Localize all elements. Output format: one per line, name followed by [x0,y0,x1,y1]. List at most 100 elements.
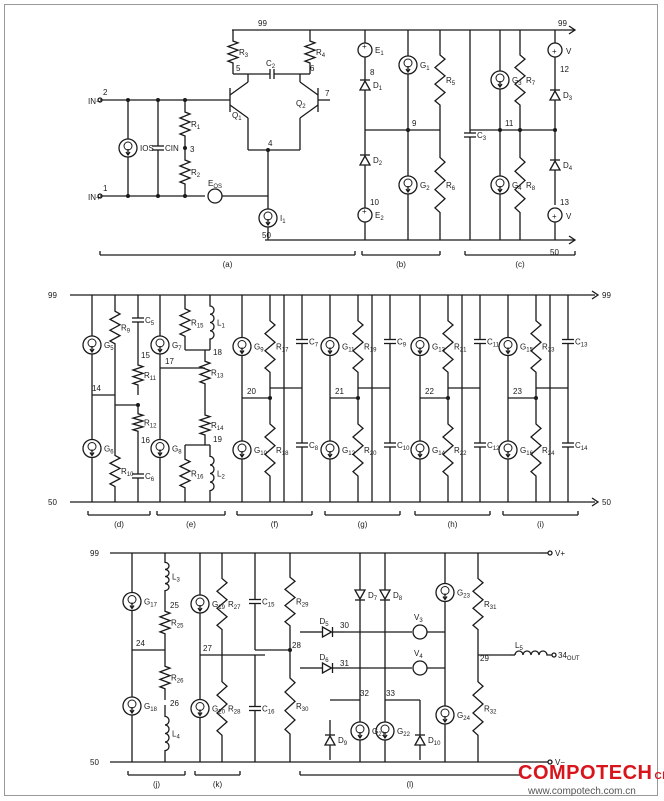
current-source-g21 [350,721,370,741]
capacitor-label: CIN [165,144,179,153]
resistor-r11 [130,355,146,395]
node-20: 20 [247,387,256,396]
resistor-label: R9 [121,324,131,335]
current-source-inner [263,211,273,221]
node-99-mid-left: 99 [48,291,57,300]
eos-source [207,188,223,204]
resistor-label: R19 [364,343,377,354]
capacitor-label: C6 [145,472,155,483]
resistor-r29 [283,553,297,650]
resistor-label: R6 [446,181,456,192]
node-99-left: 99 [258,19,267,28]
resistor-label: R2 [191,168,201,179]
q1-emitter [229,104,249,119]
current-source-inner [123,141,133,151]
resistor-label: R30 [296,702,309,713]
current-source-inner [495,73,505,83]
voltage-source-e2 [357,207,373,223]
inductor-label: L1 [217,319,225,330]
resistor-r21 [442,295,454,398]
resistor-label: R12 [144,419,157,430]
current-source-arrowhead [405,188,411,194]
source-label: G22 [397,727,411,738]
source-label: G5 [104,341,114,352]
resistor-label: R1 [191,120,201,131]
resistor-label: R24 [542,446,555,457]
section-label-h: (h) [448,520,458,529]
node-12: 12 [560,65,569,74]
current-source-inner [237,443,247,453]
diode-d5 [321,625,333,639]
v4-source [412,660,428,676]
current-source-g6 [82,438,102,459]
current-source-arrowhead [505,453,511,459]
source-label: G12 [342,446,356,457]
section-label-d: (d) [114,520,124,529]
current-source-inner [380,724,390,734]
current-source-arrowhead [357,734,363,740]
diode-label: D10 [428,736,441,747]
v-plus: + [552,212,557,221]
diode-d8 [378,589,392,601]
resistor-label: R31 [484,600,497,611]
source-label: G23 [457,589,471,600]
inductor-l5 [514,650,552,656]
v-label-top: V [566,47,572,56]
section-label-i: (i) [537,520,544,529]
current-source-inner [503,443,513,453]
diode-d10 [413,734,427,746]
inductor-label: L3 [172,573,180,584]
resistor-label: R17 [276,343,289,354]
current-source-g8 [150,438,170,459]
source-label: G4 [512,181,522,192]
current-source-arrowhead [417,350,423,355]
current-source-arrowhead [157,452,163,457]
current-source-inner [195,702,205,711]
resistor-r24 [530,398,542,502]
resistor-label: R21 [454,343,467,354]
current-source-arrowhead [125,151,131,157]
source-label: G13 [432,343,446,354]
junction-dot [136,403,140,407]
current-source-g20 [190,698,210,719]
current-source-g5 [82,335,102,355]
current-source-arrowhead [89,452,95,457]
page-frame [4,4,658,796]
resistor-r20 [352,398,364,502]
q1-collector [229,81,249,96]
resistor-r23 [530,295,542,398]
resistor-label: R29 [296,598,309,609]
inductor-l1 [209,295,215,350]
junction-dot [356,396,360,400]
watermark-brand-suffix: China [654,771,664,782]
node-9: 9 [412,119,417,128]
terminal-output [551,652,557,658]
vsource-plus: + [362,207,367,216]
current-source-arrowhead [129,605,135,610]
current-source-inner [155,442,165,451]
current-source-g19 [190,594,210,614]
node-50-right: 50 [550,248,559,257]
resistor-label: R18 [276,446,289,457]
source-label: G7 [172,341,182,352]
node-13: 13 [560,198,569,207]
current-source-g13 [410,336,430,357]
current-source-ios [118,138,138,158]
node-19: 19 [213,435,222,444]
terminal-v-minus [547,759,553,765]
section-label-e: (e) [186,520,196,529]
resistor-r17 [264,295,276,398]
capacitor-label: C12 [487,441,500,452]
source-label: G18 [144,702,158,713]
resistor-label: R16 [191,470,204,481]
resistor-label: R32 [484,705,497,716]
node-22: 22 [425,387,434,396]
resistor-r12 [130,405,146,440]
node-33: 33 [386,689,395,698]
resistor-r28 [216,655,228,762]
resistor-label: R27 [228,600,241,611]
current-source-g1 [398,55,418,75]
inductor-label: L4 [172,730,180,741]
source-label: G21 [372,727,386,738]
node-16: 16 [141,436,150,445]
